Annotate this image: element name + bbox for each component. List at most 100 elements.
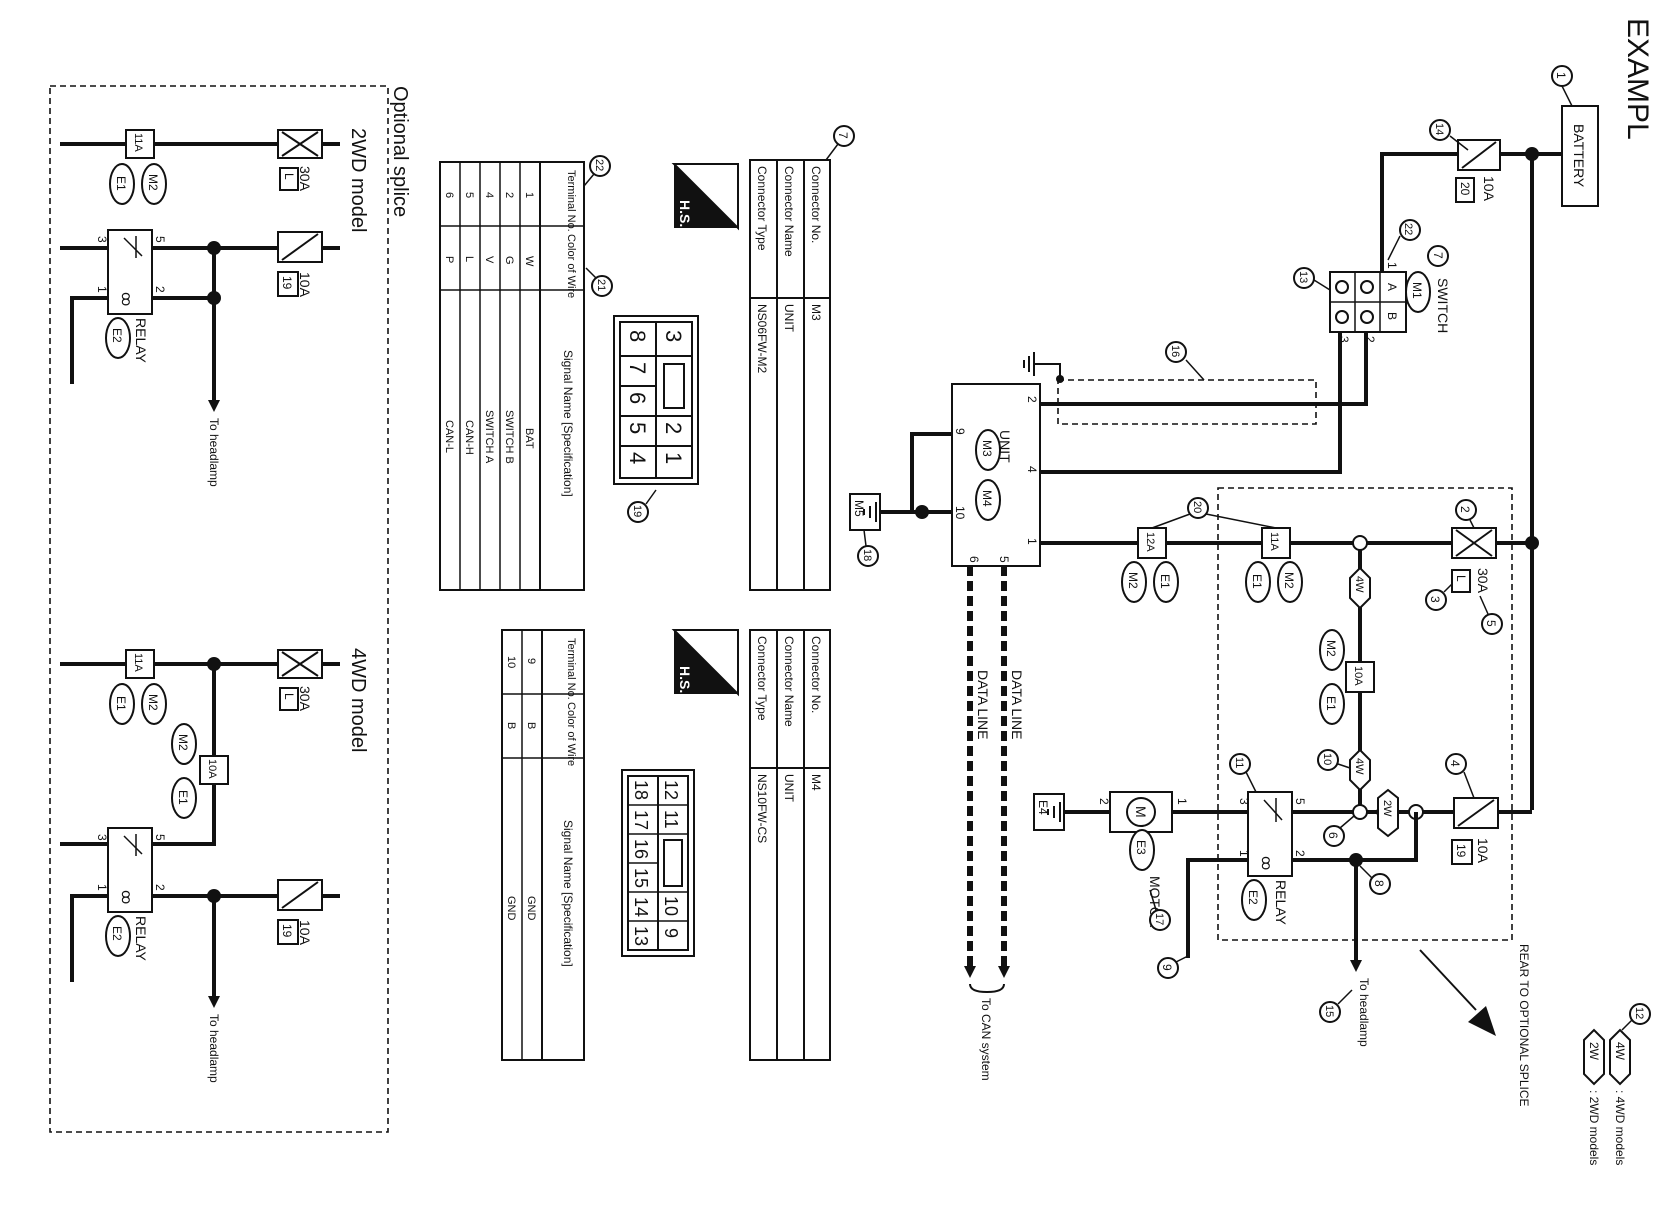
svg-text:6: 6 [1326,832,1340,839]
callout-7-table: 7 [825,125,855,161]
m3-row-1: 1 W BAT [523,192,535,449]
unit: UNIT M3 M4 2 4 1 9 10 5 6 [951,383,1041,567]
legend-text-4w: : 4WD models [1613,1090,1627,1165]
relay-conn: E2 [1246,890,1260,905]
switch-col-a: A [1385,283,1399,291]
svg-text:15: 15 [1323,1005,1335,1017]
m3-row-4: 5 L CAN-H [463,192,475,455]
svg-text:2: 2 [503,192,515,198]
m4-value-type: NS10FW-CS [755,774,769,843]
motor-conn: E3 [1134,840,1148,855]
svg-text:3: 3 [1428,596,1442,603]
splice-4wd-t3: 3 [95,834,109,841]
svg-text:22: 22 [593,159,605,171]
splice-2wd-e1: E1 [114,176,128,191]
svg-text:BAT: BAT [523,428,535,449]
splice-4wd: 30A L 11A M2 E1 10A M2 E1 ꝏ 5 3 2 1 [60,649,340,1083]
svg-text:9: 9 [525,658,537,664]
motor-symbol: M [1133,806,1149,818]
ground-m5: M5 [852,500,866,517]
m3-row-3: 4 V SWITCH A [483,192,495,464]
splice-2wd-relay: RELAY [133,318,149,364]
relay-label: RELAY [1273,880,1289,926]
data-line-1: DATA LINE [1009,670,1025,740]
switch-t1: 1 [1385,262,1399,269]
splice-4wd-relay: RELAY [133,916,149,962]
m4-pin-18: 18 [631,780,651,800]
m4-pin-17: 17 [631,810,651,830]
fuse-10a-19-no: 19 [1454,844,1468,858]
junction-10a-e1: E1 [1324,696,1338,711]
m3-pin-8: 8 [625,330,650,342]
splice-2wd-e2: E2 [110,328,124,343]
svg-text:18: 18 [861,549,873,561]
junction-12a-m2: M2 [1126,572,1140,589]
svg-text:16: 16 [1169,345,1181,357]
data-line-2: DATA LINE [975,670,991,740]
svg-text:G: G [503,256,515,265]
switch-t3: 3 [1337,336,1351,343]
callout-17: 17 [1149,889,1171,931]
svg-text:8: 8 [1372,880,1386,887]
junction-11a-e1: E1 [1250,574,1264,589]
m3-th-terminal: Terminal No. [565,170,577,232]
callout-22-main: 22 [1387,219,1421,261]
splice-4wd-t5: 5 [153,834,167,841]
switch-conn: M1 [1410,282,1424,299]
optional-splice-title: Optional splice [389,86,411,217]
svg-text:5: 5 [463,192,475,198]
m3-label-type: Connector Type [755,166,769,251]
fuse-l: L [1454,575,1468,582]
relay-coil: ꝏ [1259,856,1275,870]
splice-2wd: 30A L 11A M2 E1 10A 19 To headlamp ꝏ [60,129,340,487]
svg-text:7: 7 [836,132,850,139]
junction-11a-m2: M2 [1282,572,1296,589]
relay-t3: 3 [1237,798,1251,805]
legend: 4W : 4WD models 2W : 2WD models [1583,1028,1631,1165]
relay-t5: 5 [1293,798,1307,805]
m3-label-no: Connector No. [809,166,823,243]
callout-8: 8 [1359,865,1391,895]
unit-label: UNIT [997,430,1013,463]
m4-label-type: Connector Type [755,636,769,721]
m3-row-5: 6 P CAN-L [443,192,455,453]
callout-12: 12 [1621,1003,1651,1031]
unit-t4: 4 [1025,466,1039,473]
splice-2wd-coil: ꝏ [119,292,135,306]
splice-2wd-m2: M2 [146,174,160,191]
m3-value-type: NS06FW-M2 [755,304,769,373]
relay-e2: ꝏ 3 5 1 2 E2 RELAY [1237,791,1307,926]
callout-21: 21 [585,267,613,297]
splice-4wd-t2: 2 [153,884,167,891]
svg-text:9: 9 [1160,964,1174,971]
splice-4wd-to-headlamp: To headlamp [207,1014,221,1083]
callouts: 1 14 22 7 13 16 20 2 3 5 18 4 11 10 6 8 … [583,65,1651,1031]
callout-13: 13 [1293,267,1331,291]
unit-t5: 5 [997,556,1011,563]
splice-2wd-19: 19 [280,276,294,290]
callout-7-main: 7 [1427,245,1449,267]
m4-row-9: 9 B GND [525,658,537,921]
battery-label: BATTERY [1571,124,1587,188]
splice-2wd-t5: 5 [153,236,167,243]
m4-pin-16: 16 [631,839,651,859]
junction-10a-m2: M2 [1324,640,1338,657]
svg-text:B: B [525,722,537,729]
svg-text:CAN-L: CAN-L [443,420,455,453]
relay-t2: 2 [1293,850,1307,857]
svg-text:SWITCH B: SWITCH B [503,410,515,464]
model-2wd: 2WD model [347,128,369,232]
unit-conn-m4: M4 [980,490,994,507]
svg-text:GND: GND [525,896,537,921]
legend-badge-2w: 2W [1587,1042,1601,1061]
splice-4wd-30a: 30A [297,686,313,712]
svg-text:7: 7 [1431,252,1445,259]
svg-text:5: 5 [1484,620,1498,627]
svg-text:21: 21 [595,279,607,291]
unit-t2: 2 [1025,396,1039,403]
callout-4: 4 [1445,753,1475,799]
svg-text:B: B [505,722,517,729]
svg-text:1: 1 [523,192,535,198]
splice-4wd-m2: M2 [146,694,160,711]
switch-t2: 2 [1363,336,1377,343]
